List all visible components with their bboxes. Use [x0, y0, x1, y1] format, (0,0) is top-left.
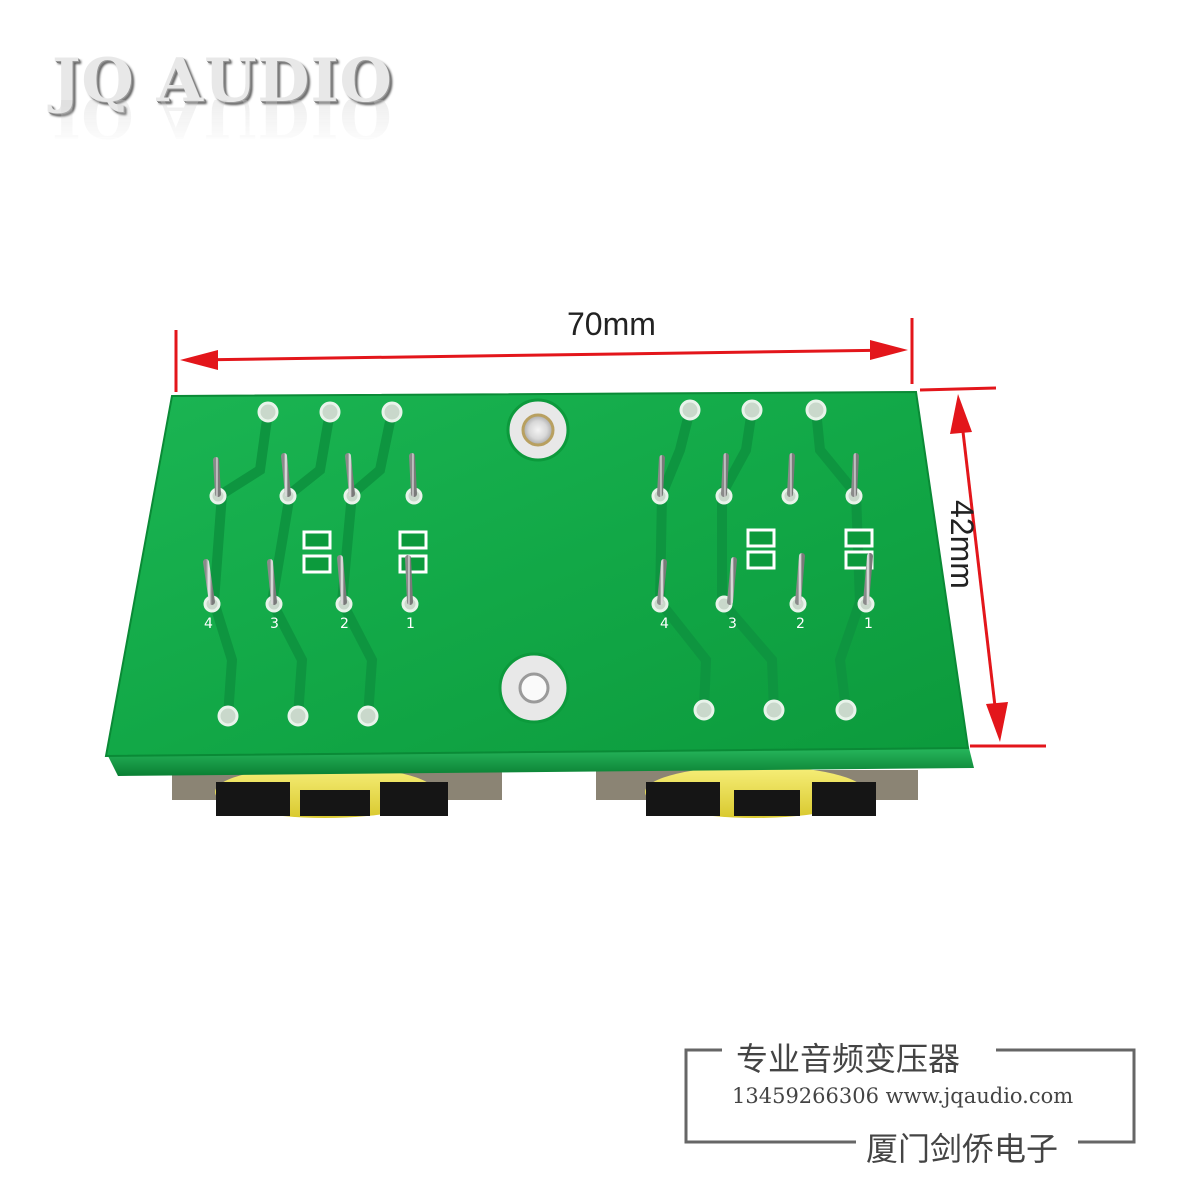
pins [203, 453, 873, 605]
pin-label: 1 [864, 616, 873, 632]
dimension-height [919, 386, 1046, 748]
footer-frame [684, 1048, 1136, 1144]
pin-label: 2 [340, 616, 349, 632]
footer-title: 专业音频变压器 [722, 1034, 975, 1080]
pin-labels-left: 4 3 2 1 [204, 616, 415, 632]
brand-logo: JQ AUDIO [52, 46, 393, 116]
pcb-board [104, 390, 974, 776]
pin-label: 4 [204, 616, 213, 632]
footer-company: 厦门剑侨电子 [856, 1124, 1069, 1170]
pin-label: 3 [270, 616, 279, 632]
pin-label: 2 [796, 616, 805, 632]
height-dimension-label: 42mm [944, 500, 980, 589]
footer-contact: 13459266306 www.jqaudio.com [732, 1084, 1074, 1108]
transformer-left [172, 766, 502, 818]
pin-labels-right: 4 3 2 1 [660, 616, 873, 632]
width-dimension-label: 70mm [567, 306, 656, 342]
pcb-traces [208, 405, 866, 721]
pin-label: 3 [728, 616, 737, 632]
mounting-holes [498, 398, 570, 724]
pin-label: 4 [660, 616, 669, 632]
pin-label: 1 [406, 616, 415, 632]
transformer-right [596, 766, 918, 818]
dimension-width [174, 318, 914, 392]
